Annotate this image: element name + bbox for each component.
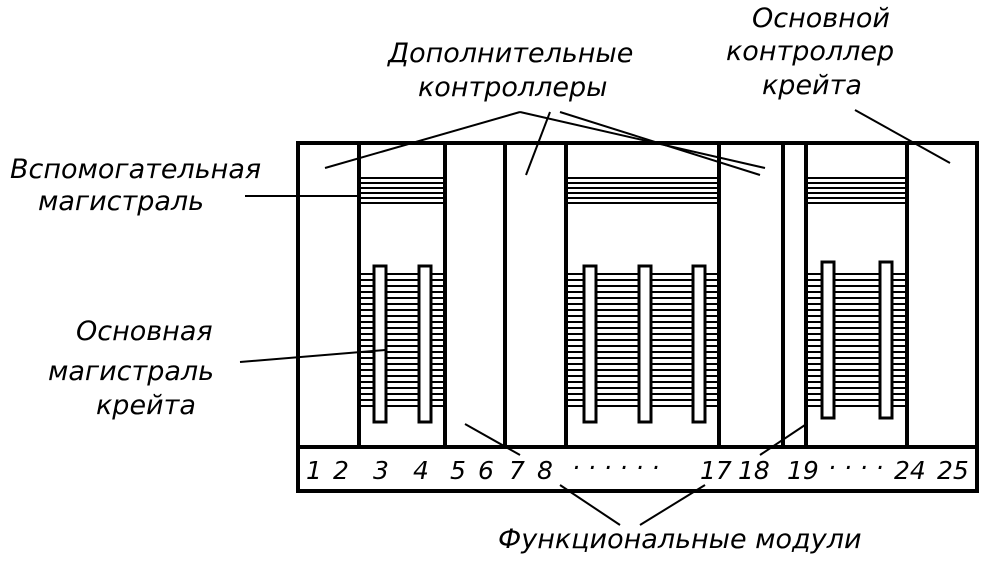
label-aux-bus-line1: Вспомогательная xyxy=(10,154,261,185)
label-functional-modules: Функциональные модули xyxy=(498,524,862,555)
label-main-bus-line3: крейта xyxy=(96,390,196,421)
label-extra-controllers-line1: Дополнительные xyxy=(387,38,633,69)
slot-number: 3 xyxy=(373,456,389,485)
module-connector xyxy=(417,264,433,424)
slot-number: 1 xyxy=(306,456,322,485)
slot-number: 5 xyxy=(450,456,466,485)
aux-bus-lines xyxy=(361,177,905,204)
slot-number: 2 xyxy=(333,456,349,485)
leader-lines xyxy=(239,109,951,526)
module-connectors xyxy=(372,260,894,424)
module-group-1 xyxy=(357,141,447,449)
slot-number-ellipsis: · · · · · · xyxy=(572,453,659,482)
module-connector xyxy=(878,260,894,420)
slot-number: 7 xyxy=(509,456,525,485)
label-main-controller-line1: Основной xyxy=(752,3,890,34)
slot-number: 6 xyxy=(478,456,494,485)
module-group-3 xyxy=(804,141,909,449)
label-aux-bus-line2: магистраль xyxy=(38,186,204,217)
label-extra-controllers-line2: контроллеры xyxy=(418,72,607,103)
module-connector xyxy=(691,264,707,424)
slot-numbers: 1 2 3 4 5 6 7 8 · · · · · · 17 18 19 · ·… xyxy=(306,453,969,485)
slot-number: 8 xyxy=(537,456,553,485)
label-main-bus-line1: Основная xyxy=(76,316,213,347)
slot-number: 25 xyxy=(937,456,969,485)
module-connector xyxy=(372,264,388,424)
module-connector xyxy=(820,260,836,420)
slot-number: 18 xyxy=(738,456,770,485)
slot-number: 19 xyxy=(787,456,819,485)
slot-number-ellipsis: · · · · xyxy=(828,453,884,482)
label-main-bus-line2: магистраль xyxy=(48,356,214,387)
module-group-2 xyxy=(564,141,721,449)
slot-number: 4 xyxy=(413,456,429,485)
module-connector xyxy=(637,264,653,424)
slot-number: 24 xyxy=(894,456,926,485)
label-main-controller-line2: контроллер xyxy=(726,36,894,67)
module-connector xyxy=(582,264,598,424)
slot-number: 17 xyxy=(700,456,732,485)
label-main-controller-line3: крейта xyxy=(762,70,862,101)
